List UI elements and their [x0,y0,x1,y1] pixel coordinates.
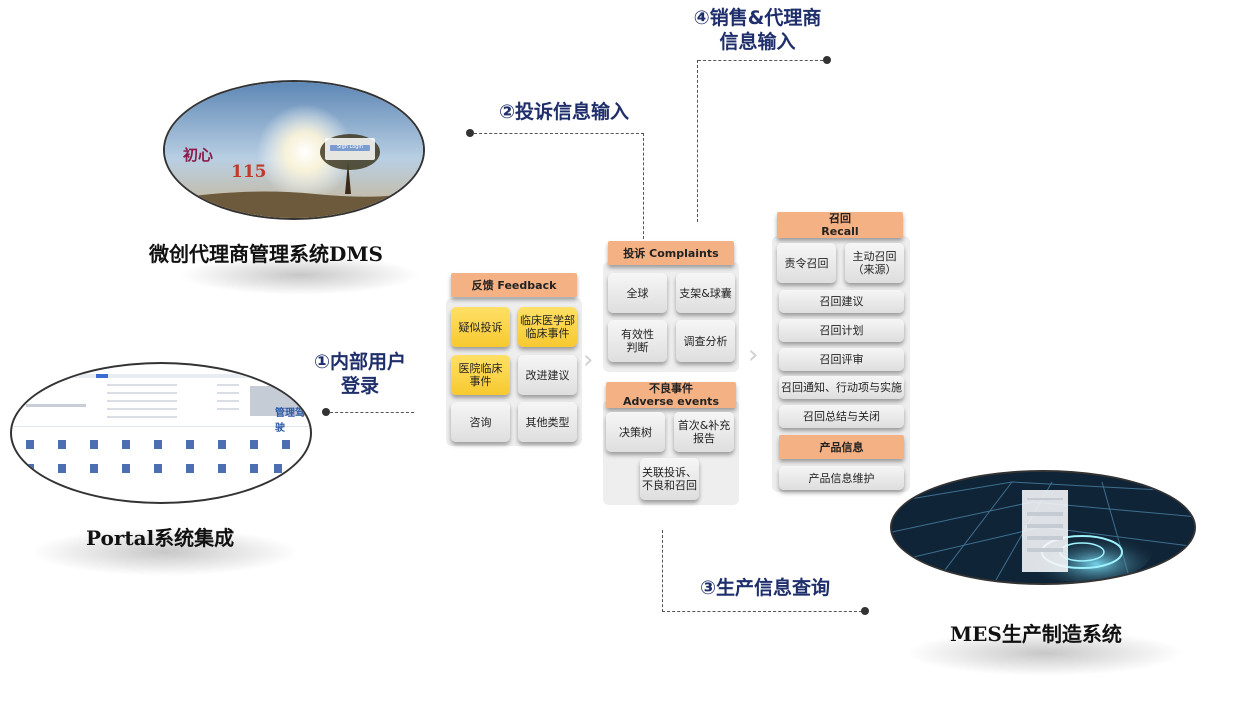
portal-banner: 管理驾驶 [275,408,305,434]
adverse-decision-tree[interactable]: 决策树 [606,412,665,452]
step-complaint-input: ②投诉信息输入 [498,101,630,123]
recall-voluntary-recall[interactable]: 主动召回 （来源） [845,243,904,283]
complaints-global[interactable]: 全球 [608,273,667,313]
recall-summary-close[interactable]: 召回总结与关闭 [779,405,904,428]
dms-slogan: 初心 [183,146,214,164]
feedback-suspected-complaint[interactable]: 疑似投诉 [451,307,510,347]
dms-number: 115 [231,162,267,182]
step-login-line2: 登录 [340,375,379,397]
feedback-consultation[interactable]: 咨询 [451,402,510,442]
mes-factory-image [892,472,1194,583]
step-sales-input: ④销售&代理商 信息输入 [680,6,835,54]
feedback-hospital-clinical-event[interactable]: 医院临床 事件 [451,355,510,395]
chevron-right-icon: › [748,340,759,370]
feedback-other-types[interactable]: 其他类型 [518,402,577,442]
dms-landscape-image [165,82,423,218]
portal-ui-image [12,374,310,473]
dms-caption: 微创代理商管理系统DMS [149,242,383,266]
recall-review[interactable]: 召回评审 [779,348,904,371]
connector-complaint-h [474,133,644,134]
connector-dot-login [322,408,330,416]
recall-notice-actions[interactable]: 召回通知、行动项与实施 [779,376,904,399]
dms-screenshot: 初心 115 Sign Login [163,80,425,220]
step-sales-input-line1: ④销售&代理商 [693,7,822,29]
recall-suggestion[interactable]: 召回建议 [779,290,904,313]
feedback-header: 反馈 Feedback [451,273,577,297]
recall-header: 召回 Recall [777,212,903,238]
complaints-investigation-analysis[interactable]: 调查分析 [676,320,735,362]
complaints-stent-balloon[interactable]: 支架&球囊 [676,273,735,313]
product-header: 产品信息 [779,435,904,459]
connector-sales-h [698,60,823,61]
step-login: ①内部用户 登录 [300,350,420,398]
portal-caption: Portal系统集成 [86,526,235,550]
portal-screenshot: 管理驾驶 [10,362,312,504]
step-sales-input-line2: 信息输入 [719,31,796,53]
connector-dot-sales [823,56,831,64]
connector-login [330,412,414,413]
step-production-query: ③生产信息查询 [699,577,831,599]
feedback-clinical-dept-event[interactable]: 临床医学部 临床事件 [518,307,577,347]
connector-dot-production [861,607,869,615]
chevron-right-icon: › [583,345,594,375]
step-login-line1: ①内部用户 [313,351,407,373]
complaints-effectiveness-judgement[interactable]: 有效性 判断 [608,320,667,362]
adverse-initial-supplementary-report[interactable]: 首次&补充 报告 [674,412,734,452]
recall-plan[interactable]: 召回计划 [779,319,904,342]
connector-production-v [662,530,663,612]
feedback-improvement-suggestion[interactable]: 改进建议 [518,355,577,395]
dms-login-button: Sign Login [337,144,363,150]
adverse-header: 不良事件 Adverse events [606,382,736,408]
mes-screenshot [890,470,1196,585]
connector-sales-v [697,60,698,222]
connector-dot-complaint [466,129,474,137]
adverse-linked-complaint-recall[interactable]: 关联投诉、 不良和召回 [640,458,699,500]
connector-production-h [662,611,862,612]
mes-caption: MES生产制造系统 [950,622,1122,646]
complaints-header: 投诉 Complaints [608,241,734,265]
connector-complaint-v [643,133,644,239]
product-info-maintenance[interactable]: 产品信息维护 [779,466,904,490]
recall-ordered-recall[interactable]: 责令召回 [777,243,836,283]
